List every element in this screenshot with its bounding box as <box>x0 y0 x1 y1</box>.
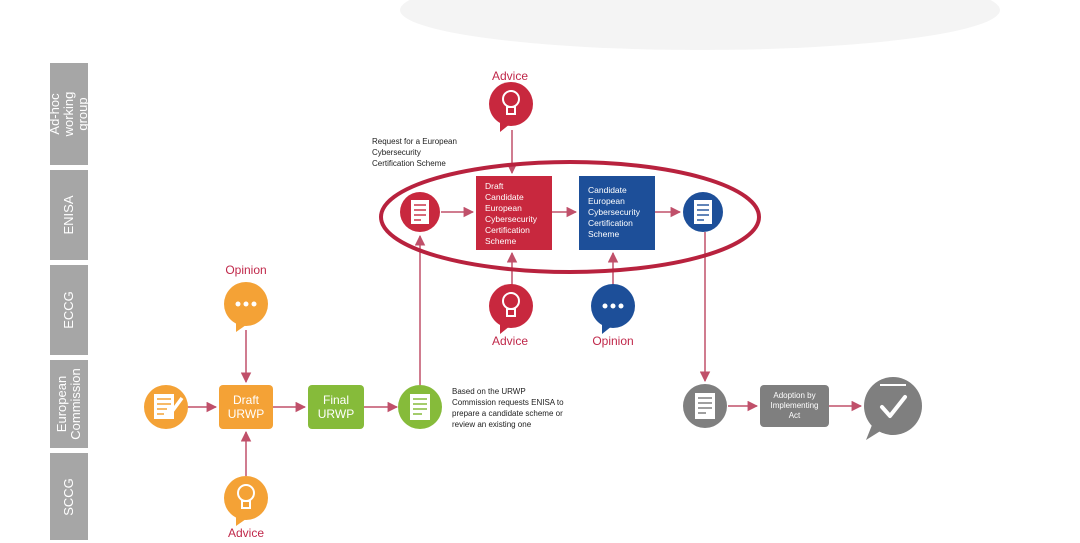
notepad-pencil-icon <box>144 385 188 429</box>
adoption-box: Adoption by Implementing Act <box>760 385 829 427</box>
document-icon <box>683 384 727 428</box>
opinion-bubble-icon <box>224 282 268 332</box>
advice-label-middle: Advice <box>491 334 529 348</box>
lightbulb-icon <box>224 476 268 526</box>
enisa-highlight-ellipse <box>379 160 761 274</box>
lane-eccg: ECCG <box>50 265 88 355</box>
draft-urwp-box: Draft URWP <box>219 385 273 429</box>
checkmark-icon <box>864 377 922 440</box>
urwp-based-note: Based on the URWP Commission requests EN… <box>452 387 564 429</box>
lightbulb-icon <box>489 82 533 132</box>
opinion-bubble-icon <box>591 284 635 334</box>
document-icon <box>400 192 440 232</box>
final-urwp-box: Final URWP <box>308 385 364 429</box>
lane-sccg: SCCG <box>50 453 88 540</box>
lane-ad-hoc-working-group: Ad-hoc working group <box>47 63 90 165</box>
opinion-label-left: Opinion <box>225 263 267 277</box>
document-icon <box>398 385 442 429</box>
draft-candidate-scheme-box: Draft Candidate European Cybersecurity C… <box>476 176 552 250</box>
lane-european-commission: European Commission <box>50 360 88 448</box>
lightbulb-icon <box>489 284 533 334</box>
advice-label-top: Advice <box>491 69 529 83</box>
advice-label-bottom: Advice <box>227 526 265 540</box>
request-note: Request for a European Cybersecurity Cer… <box>372 137 457 168</box>
background-shade <box>400 0 1000 50</box>
document-icon <box>683 192 723 232</box>
lane-enisa: ENISA <box>50 170 88 260</box>
candidate-scheme-box: Candidate European Cybersecurity Certifi… <box>579 176 655 250</box>
opinion-label-middle: Opinion <box>592 334 634 348</box>
